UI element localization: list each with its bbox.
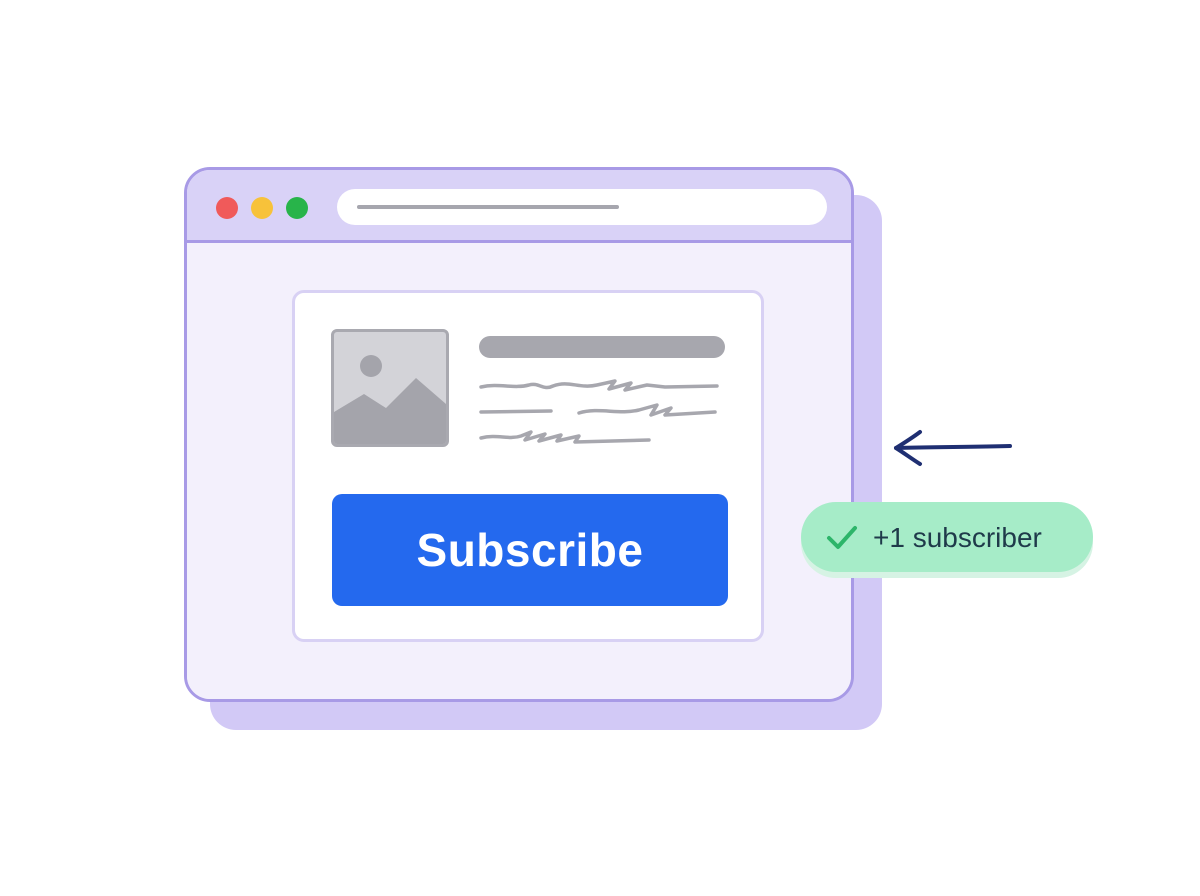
text-placeholder-scribble <box>479 379 719 444</box>
subscribe-card: Subscribe <box>292 290 764 642</box>
browser-window: Subscribe <box>184 167 854 702</box>
page-content: Subscribe <box>187 243 851 699</box>
check-icon <box>827 526 857 549</box>
notification-text: +1 subscriber <box>873 522 1042 553</box>
subscriber-notification: +1 subscriber <box>801 502 1093 572</box>
subscribe-button[interactable]: Subscribe <box>332 494 728 606</box>
heading-placeholder-bar <box>479 336 725 358</box>
arrow-left-icon <box>894 430 1012 466</box>
close-window-dot[interactable] <box>216 197 238 219</box>
browser-titlebar <box>187 170 851 243</box>
address-bar-placeholder-line <box>357 205 619 209</box>
address-bar[interactable] <box>337 189 827 225</box>
minimize-window-dot[interactable] <box>251 197 273 219</box>
maximize-window-dot[interactable] <box>286 197 308 219</box>
image-placeholder-icon <box>331 329 449 447</box>
image-placeholder-graphic <box>334 355 446 444</box>
